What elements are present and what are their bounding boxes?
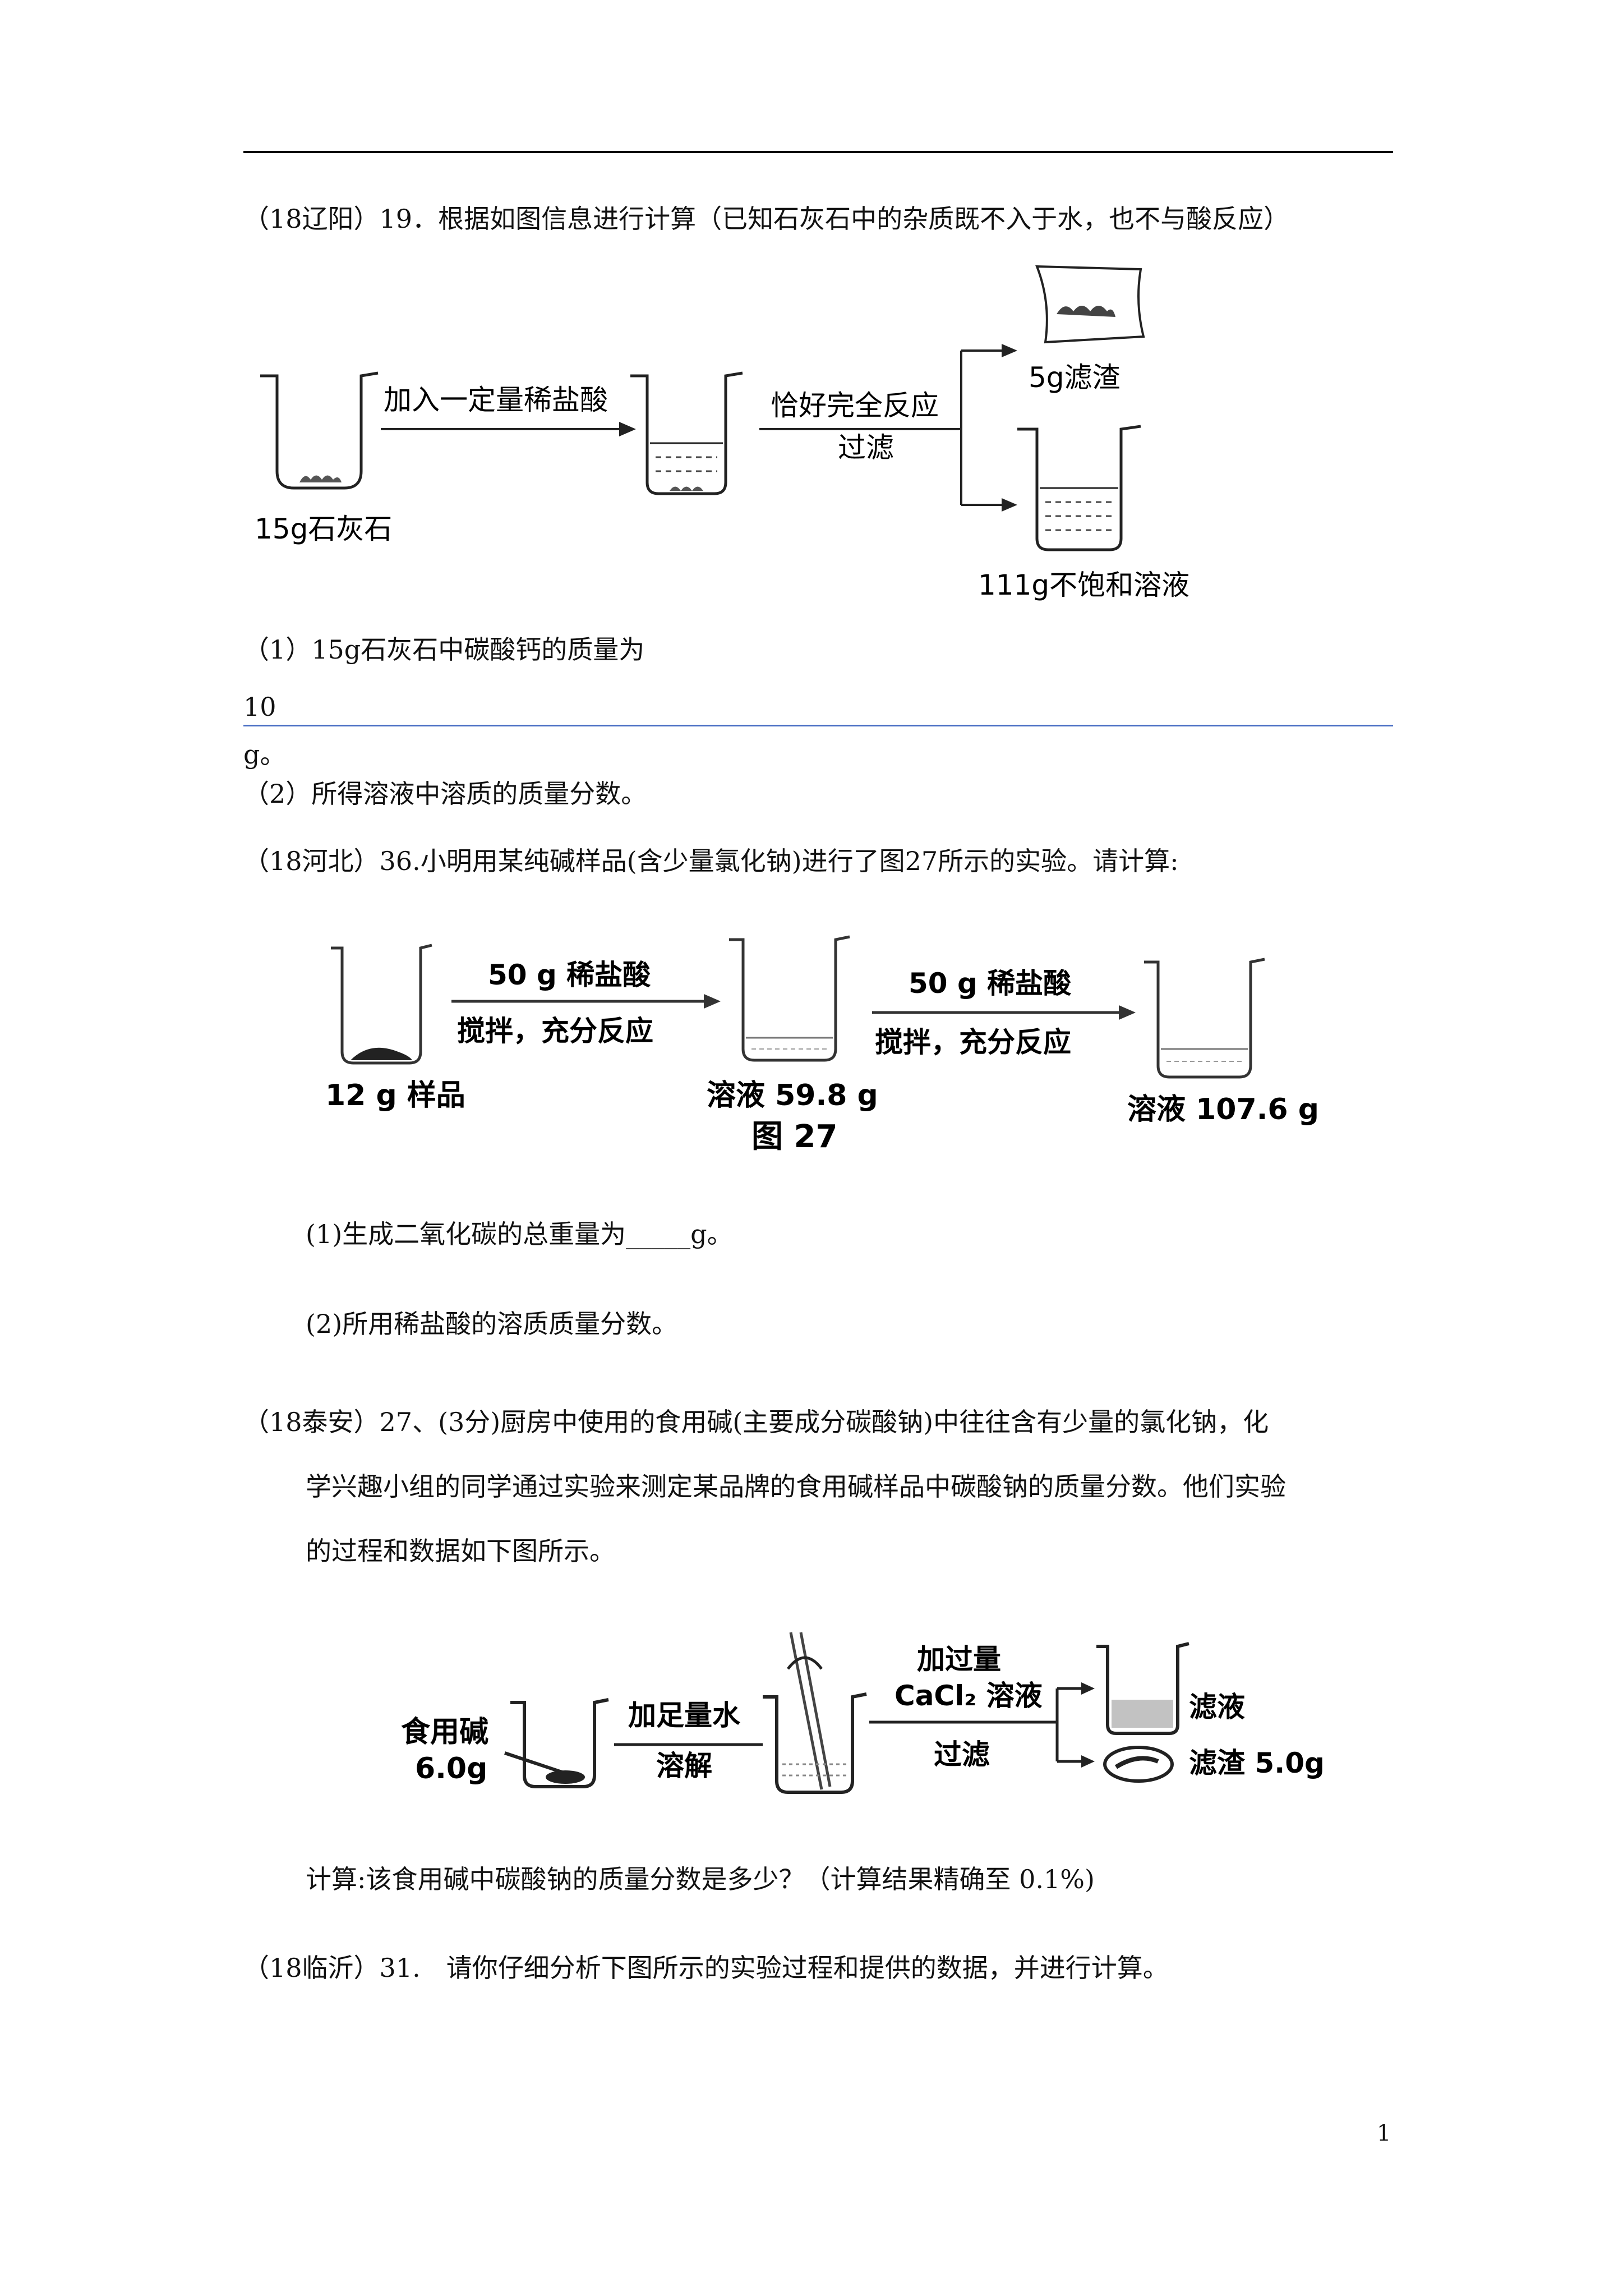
q27-arrow2-bottom: 过滤 <box>934 1738 990 1771</box>
q36-arrow2-top: 50 g 稀盐酸 <box>909 967 1072 1000</box>
q19-figure: 15g石灰石 加入一定量稀盐酸 恰好完全反应 过滤 5g滤渣 111g不饱和溶液 <box>255 265 1189 601</box>
filter-paper-icon <box>1035 265 1145 344</box>
q19-sample-label: 15g石灰石 <box>255 513 392 545</box>
q27-sample-mass: 6.0g <box>415 1752 487 1786</box>
beaker-icon <box>729 935 850 1062</box>
q27-sample-name: 食用碱 <box>401 1715 488 1749</box>
q19-arrow2-top: 恰好完全反应 <box>771 389 939 422</box>
page-number: 1 <box>1377 2120 1391 2146</box>
beaker-icon <box>630 371 743 495</box>
beaker-icon <box>1017 425 1141 551</box>
q27-heading-line2: 学兴趣小组的同学通过实验来测定某品牌的食用碱样品中碳酸钠的质量分数。他们实验 <box>306 1471 1286 1502</box>
header-rule <box>243 151 1393 153</box>
filter-paper-icon <box>1103 1746 1174 1783</box>
q27-figure: 食用碱 6.0g 加足量水 溶解 加过量 CaCl₂ 溶液 过滤 滤液 滤渣 5… <box>401 1632 1325 1794</box>
q27-arrow1-top: 加足量水 <box>628 1699 741 1732</box>
q36-heading: （18河北）36.小明用某纯碱样品(含少量氯化钠)进行了图27所示的实验。请计算… <box>243 846 1179 876</box>
q31-heading: （18临沂）31. 请你仔细分析下图所示的实验过程和提供的数据，并进行计算。 <box>243 1953 1169 1983</box>
q19-solution-label: 111g不饱和溶液 <box>978 569 1189 601</box>
q27-arrow2-top2: CaCl₂ 溶液 <box>895 1680 1043 1712</box>
beaker-icon <box>1096 1642 1189 1735</box>
q36-figure: 12 g 样品 50 g 稀盐酸 搅拌，充分反应 溶液 59.8 g 图 27 … <box>325 935 1319 1155</box>
q36-solution1-label: 溶液 59.8 g <box>707 1079 878 1112</box>
q27-heading-line3: 的过程和数据如下图所示。 <box>306 1536 615 1566</box>
q36-solution2-label: 溶液 107.6 g <box>1127 1093 1319 1126</box>
q36-part2: (2)所用稀盐酸的溶质质量分数。 <box>306 1309 678 1339</box>
q19-answer1: 10 <box>243 692 276 722</box>
q36-arrow1-bottom: 搅拌，充分反应 <box>457 1015 653 1047</box>
beaker-icon <box>763 1632 867 1794</box>
q27-arrow1-bottom: 溶解 <box>656 1750 712 1782</box>
beaker-icon <box>1144 958 1265 1079</box>
q36-caption: 图 27 <box>751 1119 837 1155</box>
q36-sample-label: 12 g 样品 <box>325 1079 465 1112</box>
q36-arrow1-top: 50 g 稀盐酸 <box>488 959 651 991</box>
beaker-icon <box>504 1698 609 1788</box>
beaker-icon <box>260 371 379 490</box>
q19-unit1: g。 <box>243 739 286 770</box>
answer-underline <box>243 725 1393 726</box>
beaker-icon <box>331 944 432 1065</box>
q19-heading: （18辽阳）19．根据如图信息进行计算（已知石灰石中的杂质既不入于水，也不与酸反… <box>243 204 1290 234</box>
q19-arrow1-label: 加入一定量稀盐酸 <box>384 384 608 416</box>
q19-arrow2-bottom: 过滤 <box>838 431 894 464</box>
q27-filtrate-label: 滤液 <box>1189 1691 1245 1723</box>
q19-part1: （1）15g石灰石中碳酸钙的质量为 <box>243 634 645 665</box>
q19-residue-label: 5g滤渣 <box>1029 361 1121 394</box>
q19-part2: （2）所得溶液中溶质的质量分数。 <box>243 779 647 809</box>
q27-question: 计算:该食用碱中碳酸钠的质量分数是多少？（计算结果精确至 0.1%) <box>306 1864 1095 1894</box>
q36-part1: (1)生成二氧化碳的总重量为_____g。 <box>306 1219 733 1249</box>
q27-arrow2-top1: 加过量 <box>917 1643 1001 1676</box>
q36-arrow2-bottom: 搅拌，充分反应 <box>875 1026 1071 1059</box>
q27-heading-line1: （18泰安）27、(3分)厨房中使用的食用碱(主要成分碳酸钠)中往往含有少量的氯… <box>243 1407 1269 1437</box>
q27-residue-label: 滤渣 5.0g <box>1189 1747 1325 1779</box>
